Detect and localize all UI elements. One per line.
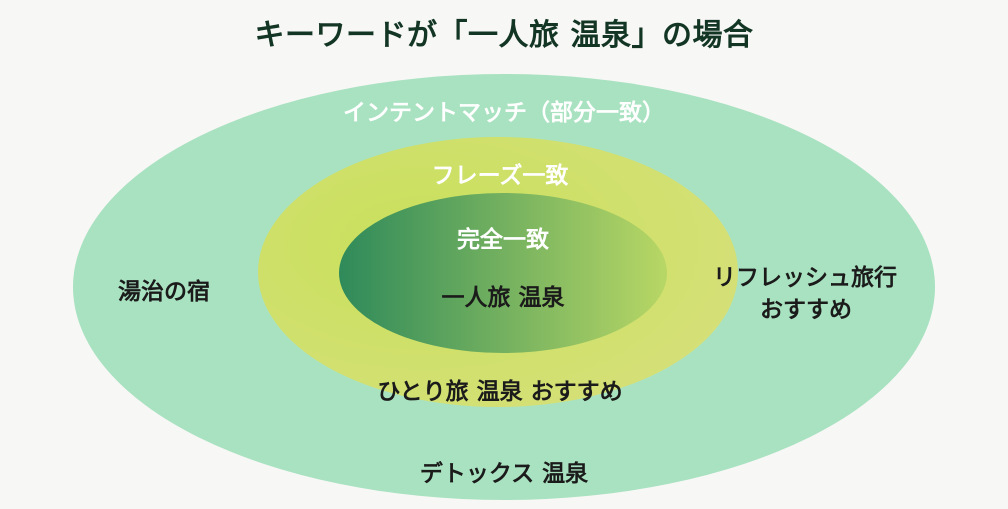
middle-ring-label: フレーズ一致: [431, 163, 569, 189]
outer-keyword-bottom: デトックス 温泉: [419, 461, 589, 487]
outer-ring-label: インテントマッチ（部分一致）: [343, 100, 665, 126]
outer-keyword-left: 湯治の宿: [118, 279, 210, 305]
inner-ring-label: 完全一致: [457, 227, 549, 253]
diagram-title: キーワードが「一人旅 温泉」の場合: [254, 18, 754, 53]
outer-keyword-right-line2: おすすめ: [760, 297, 852, 323]
outer-keyword-right-line1: リフレッシュ旅行: [713, 265, 897, 291]
inner-keyword: 一人旅 温泉: [441, 285, 565, 311]
inner-ring-exact-match: [339, 193, 667, 353]
middle-keyword: ひとり旅 温泉 おすすめ: [377, 379, 623, 405]
